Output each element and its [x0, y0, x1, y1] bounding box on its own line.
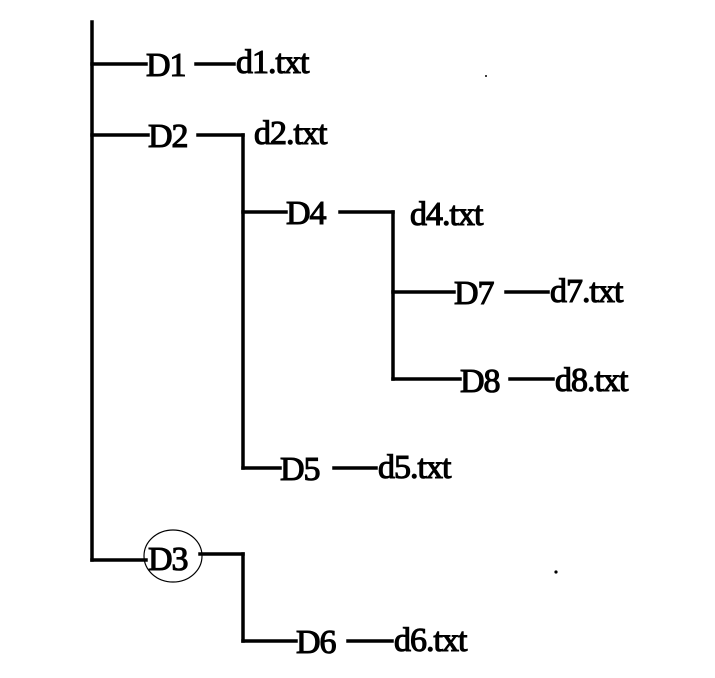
node-d4: D4 — [286, 195, 327, 232]
node-d5: D5 — [280, 451, 320, 488]
file-d2: d2.txt — [254, 115, 328, 152]
scan-speck — [554, 570, 558, 574]
node-d3: D3 — [148, 541, 188, 578]
directory-nodes: D1 D2 D4 D7 D8 D5 D3 D6 — [145, 46, 501, 661]
tree-connectors — [90, 20, 555, 643]
file-d5: d5.txt — [378, 449, 452, 486]
file-d6: d6.txt — [394, 622, 468, 659]
file-d1: d1.txt — [236, 44, 310, 81]
file-d7: d7.txt — [550, 273, 624, 310]
node-d6: D6 — [296, 624, 336, 661]
node-d2: D2 — [148, 118, 188, 155]
scan-speck — [485, 75, 487, 77]
file-leaves: d1.txt d2.txt d4.txt d7.txt d8.txt d5.tx… — [235, 43, 630, 659]
node-d8: D8 — [460, 363, 500, 400]
file-d4: d4.txt — [410, 196, 484, 233]
node-d1: D1 — [146, 47, 186, 84]
d3-highlight-circle — [143, 529, 203, 583]
node-d7: D7 — [454, 275, 495, 312]
file-d8: d8.txt — [555, 362, 629, 399]
